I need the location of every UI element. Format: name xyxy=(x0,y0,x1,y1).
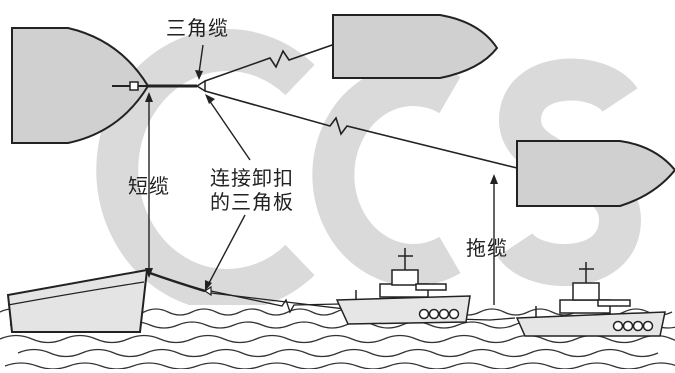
plate-pointer-bottom xyxy=(205,214,246,291)
tug-side-view-2 xyxy=(515,262,666,337)
bow-shackle xyxy=(129,81,139,91)
triangle-plate-top xyxy=(195,79,206,93)
short-cable-side xyxy=(146,270,206,293)
plate-pointer-top xyxy=(205,94,251,161)
triangle-cable-to-lower-tug xyxy=(204,90,518,169)
watermark-c1 xyxy=(96,29,315,311)
label-triangle-cable: 三角缆 xyxy=(166,16,229,40)
upper-tug-hull xyxy=(332,14,499,79)
label-short-cable: 短缆 xyxy=(128,174,170,198)
label-tow-cable: 拖缆 xyxy=(466,236,508,260)
tug-side-view-1 xyxy=(335,248,471,325)
label-plate-line2: 的三角板 xyxy=(210,190,294,214)
triangle-cable-pointer xyxy=(195,44,204,80)
watermark-c2 xyxy=(312,64,461,286)
triangle-cable-to-upper-tug xyxy=(204,43,336,82)
barge-deck-line xyxy=(7,281,145,306)
lower-tug-hull xyxy=(516,140,675,207)
towed-barge-side xyxy=(6,268,149,333)
tow-cable-side-1 xyxy=(210,290,341,314)
label-plate-line1: 连接卸扣 xyxy=(210,166,294,190)
